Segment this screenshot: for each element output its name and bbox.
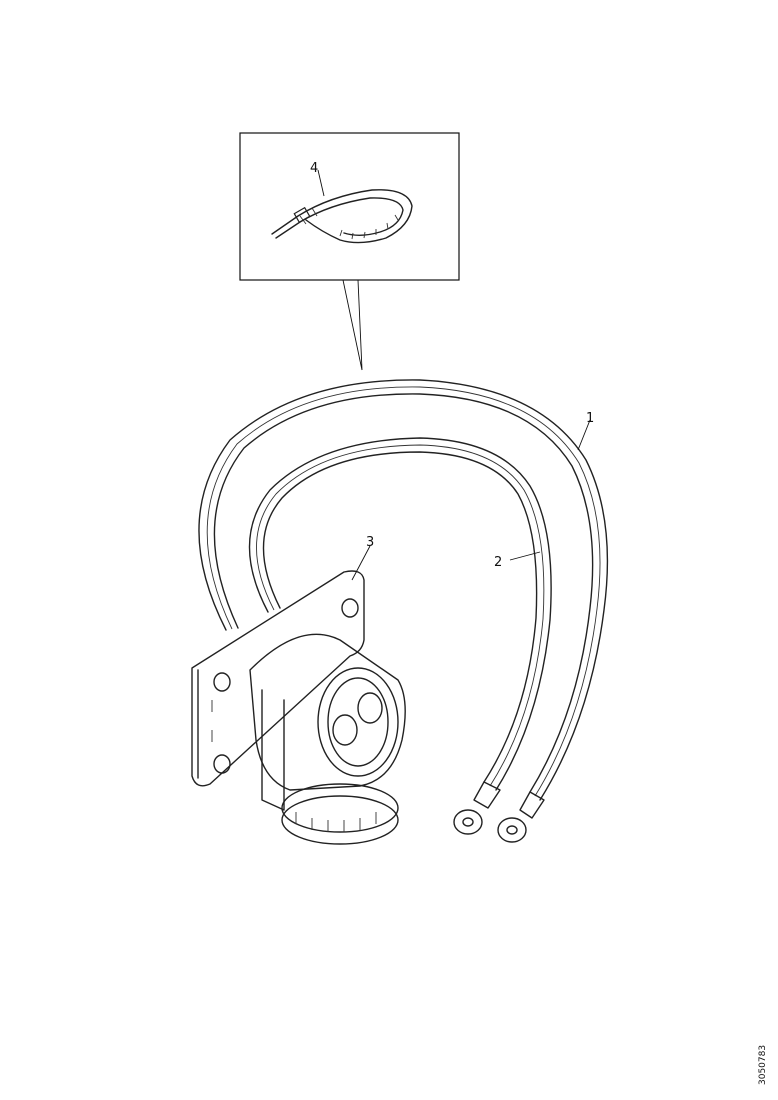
drawing-id: 3050783 — [758, 1044, 768, 1085]
cable-tie-icon — [271, 189, 413, 244]
inset-pointer — [342, 279, 363, 371]
battery-cable-2 — [248, 437, 552, 835]
cable-tie-detail-inset: 4 — [239, 132, 460, 281]
callout-3: 3 — [366, 535, 374, 550]
callout-1: 1 — [586, 411, 594, 426]
callout-2: 2 — [494, 555, 502, 570]
connector-housing — [249, 633, 406, 845]
callout-4: 4 — [310, 161, 318, 176]
mounting-bracket — [191, 570, 365, 787]
battery-cable-1 — [198, 379, 609, 843]
